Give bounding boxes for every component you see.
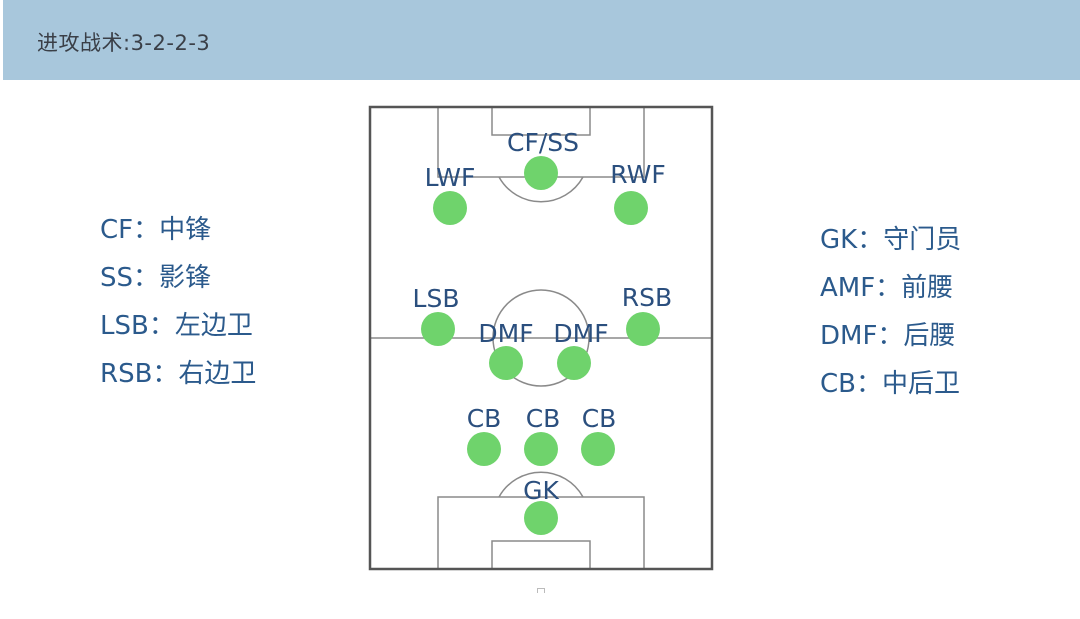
player-dmf-6: DMF (553, 319, 609, 380)
player-dot (524, 432, 558, 466)
player-label: CF/SS (507, 128, 579, 157)
bottom-penalty-box (437, 496, 645, 569)
legend-right: GK：守门员 AMF：前腰 DMF：后腰 CB：中后卫 (820, 216, 961, 408)
player-label: DMF (553, 319, 608, 348)
player-label: RWF (610, 160, 665, 189)
player-dot (626, 312, 660, 346)
player-label: CB (526, 404, 561, 433)
header-bar: 进攻战术:3-2-2-3 (3, 0, 1080, 80)
player-lsb-3: LSB (413, 284, 460, 346)
top-goal-area (491, 107, 591, 136)
bottom-goal-area (491, 540, 591, 569)
legend-item-rsb: RSB：右边卫 (100, 359, 257, 389)
small-mark-icon (537, 588, 545, 593)
legend-item-ss: SS：影锋 (100, 263, 212, 293)
legend-left: CF：中锋 SS：影锋 LSB：左边卫 RSB：右边卫 (100, 206, 256, 398)
legend-item-gk: GK：守门员 (820, 225, 962, 255)
legend-item-dmf: DMF：后腰 (820, 321, 956, 351)
bottom-penalty-arc (498, 471, 584, 498)
player-label: LWF (425, 163, 476, 192)
player-label: RSB (622, 283, 672, 312)
player-label: GK (523, 476, 559, 505)
player-label: CB (582, 404, 617, 433)
player-label: DMF (478, 319, 533, 348)
page-title: 进攻战术:3-2-2-3 (37, 31, 211, 55)
player-cb-7: CB (467, 404, 502, 466)
player-dot (421, 312, 455, 346)
player-dot (557, 346, 591, 380)
legend-item-lsb: LSB：左边卫 (100, 311, 253, 341)
player-cfss-0: CF/SS (507, 128, 579, 190)
legend-item-cb: CB：中后卫 (820, 369, 960, 399)
top-penalty-arc (498, 176, 584, 203)
player-lwf-1: LWF (425, 163, 476, 225)
player-dot (433, 191, 467, 225)
players: CF/SS LWF RWF LSB RSB DMF DMF CB CB CB GK (413, 128, 672, 535)
player-dot (524, 501, 558, 535)
player-gk-10: GK (523, 476, 559, 535)
player-dot (614, 191, 648, 225)
player-dmf-5: DMF (478, 319, 534, 380)
player-rsb-4: RSB (622, 283, 672, 346)
player-rwf-2: RWF (610, 160, 666, 225)
player-dot (489, 346, 523, 380)
player-cb-9: CB (581, 404, 616, 466)
player-cb-8: CB (524, 404, 560, 466)
legend-item-cf: CF：中锋 (100, 215, 212, 245)
player-dot (524, 156, 558, 190)
center-circle (492, 289, 590, 387)
player-label: LSB (413, 284, 460, 313)
pitch-border (368, 105, 714, 571)
legend-item-amf: AMF：前腰 (820, 273, 954, 303)
player-label: CB (467, 404, 502, 433)
player-dot (467, 432, 501, 466)
player-dot (581, 432, 615, 466)
